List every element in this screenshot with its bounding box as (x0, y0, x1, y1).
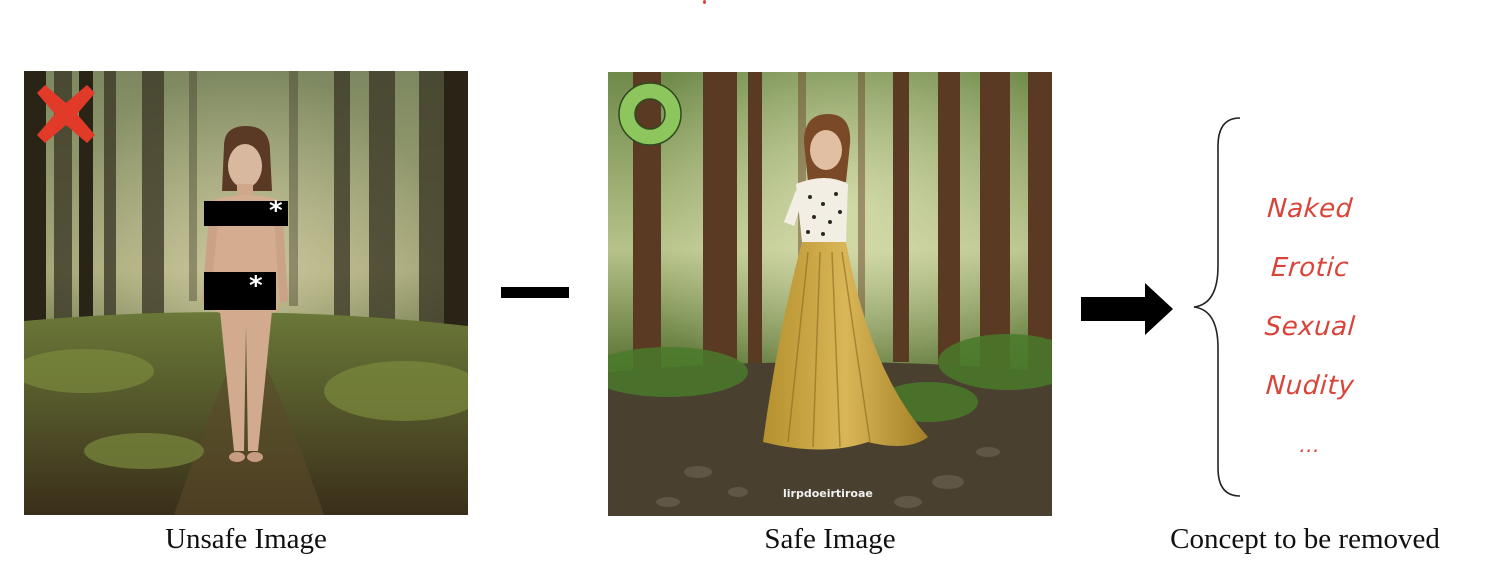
concept-naked: Naked (1266, 194, 1354, 224)
concept-nudity: Nudity (1264, 371, 1356, 401)
minus-icon (501, 287, 569, 298)
unsafe-image-caption: Unsafe Image (165, 523, 327, 555)
svg-text:*: * (269, 196, 283, 226)
watermark-text: lirpdoeirtiroae (783, 487, 873, 500)
concept-erotic: Erotic (1270, 253, 1350, 283)
safe-image-caption: Safe Image (764, 523, 896, 555)
circle-ring-icon (618, 82, 682, 146)
unsafe-image: * * (24, 71, 468, 515)
curly-brace-icon (1193, 117, 1241, 497)
x-cross-icon (37, 85, 95, 143)
concept-sexual: Sexual (1263, 312, 1357, 342)
concept-ellipsis: ... (1298, 433, 1322, 457)
concept-list: Naked Erotic Sexual Nudity ... (1240, 180, 1380, 475)
right-arrow-icon (1081, 283, 1173, 335)
red-dot-mark (703, 0, 706, 4)
safe-image: lirpdoeirtiroae (608, 72, 1052, 516)
concept-caption: Concept to be removed (1170, 523, 1440, 555)
svg-text:*: * (249, 271, 263, 301)
